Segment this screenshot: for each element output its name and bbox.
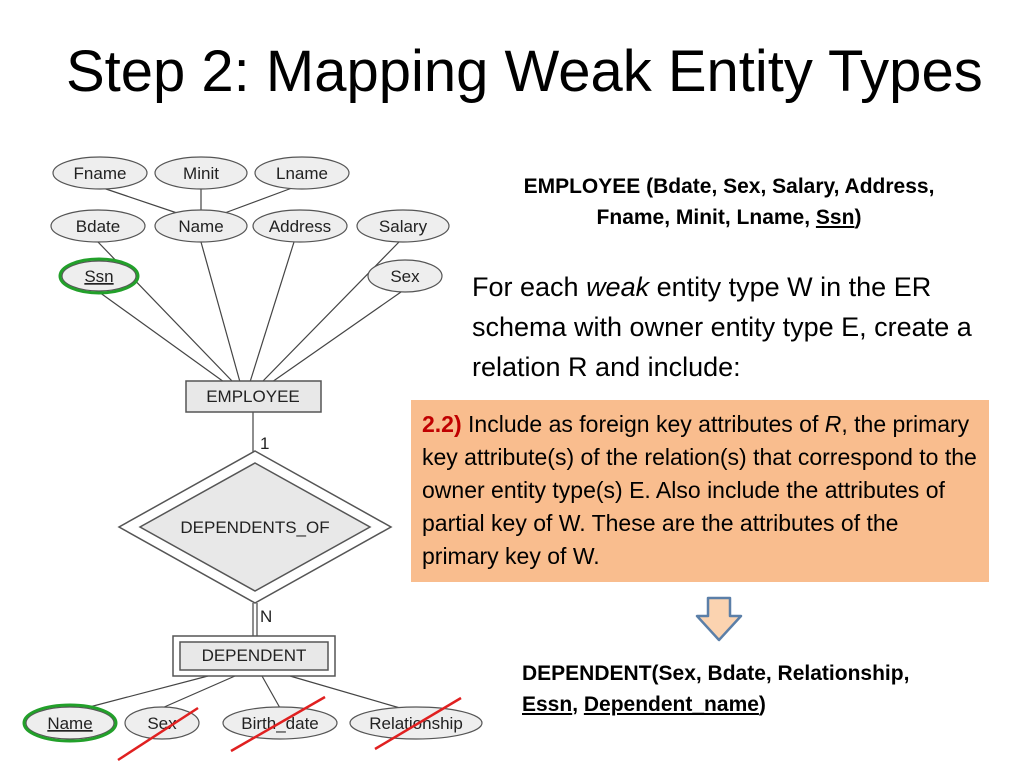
attr-minit: Minit (154, 156, 248, 190)
rule-part1: For each (472, 272, 587, 302)
strike-relationship (374, 696, 462, 751)
attr-bdate: Bdate (50, 209, 146, 243)
cardinality-one: 1 (260, 434, 269, 453)
dependent-schema: DEPENDENT(Sex, Bdate, Relationship, Essn… (522, 658, 1002, 720)
strike-birthdate (230, 695, 326, 753)
employee-schema-line2: Fname, Minit, Lname, Ssn) (474, 202, 984, 233)
rule-part2: entity type W in the ER schema with owne… (472, 272, 972, 382)
attr-dep-name: Name (22, 703, 118, 743)
attr-fname: Fname (52, 156, 148, 190)
rule-number: 2.2) (422, 411, 462, 437)
er-connectors (77, 187, 402, 711)
dependent-key-name: Dependent_name (583, 693, 759, 716)
attr-salary: Salary (356, 209, 450, 243)
slide-title: Step 2: Mapping Weak Entity Types (66, 39, 983, 104)
dep-name-highlight-circle (22, 703, 118, 743)
ssn-highlight-circle (58, 257, 140, 295)
entity-employee: EMPLOYEE (185, 380, 322, 413)
attr-fname-label: Fname (74, 164, 127, 183)
entity-dependent-label: DEPENDENT (202, 646, 307, 665)
attr-lname-label: Lname (276, 164, 328, 183)
employee-schema-attrs: Fname, Minit, Lname, (596, 206, 816, 229)
mapping-rule-text: For each weak entity type W in the ER sc… (472, 267, 1012, 387)
employee-schema: EMPLOYEE (Bdate, Sex, Salary, Address, F… (474, 171, 984, 233)
attr-lname: Lname (254, 156, 350, 190)
attr-sex: Sex (367, 259, 443, 293)
dependent-schema-line1: DEPENDENT(Sex, Bdate, Relationship, (522, 662, 910, 685)
rule-box-r: R (824, 411, 842, 437)
attr-name-label: Name (178, 217, 223, 236)
employee-schema-close: ) (854, 206, 862, 229)
entity-dependent: DEPENDENT (172, 635, 336, 677)
employee-key-ssn: Ssn (815, 206, 855, 229)
employee-schema-line1: EMPLOYEE (Bdate, Sex, Salary, Address, (523, 175, 935, 198)
attr-ssn: Ssn (58, 257, 140, 295)
relationship-dependents-of: DEPENDENTS_OF (117, 450, 393, 604)
rule-box-text2: , the primary key attribute(s) of the re… (422, 411, 977, 569)
attr-bdate-label: Bdate (76, 217, 120, 236)
rule-box-text1: Include as foreign key attributes of (461, 411, 825, 437)
attr-dep-relationship: Relationship (349, 696, 483, 751)
rule-2-2-box: 2.2) Include as foreign key attributes o… (411, 400, 989, 582)
dependent-schema-line2: Essn, Dependent_name) (522, 689, 1002, 720)
strike-sex (117, 706, 199, 762)
attr-address-label: Address (269, 217, 331, 236)
cardinality-n: N (260, 607, 272, 626)
down-arrow-icon (695, 596, 743, 642)
attr-dep-sex: Sex (117, 706, 200, 762)
dependent-schema-close: ) (758, 693, 766, 716)
dependent-key-sep: , (572, 693, 584, 716)
relationship-label: DEPENDENTS_OF (180, 518, 329, 537)
attr-minit-label: Minit (183, 164, 219, 183)
attr-ssn-label: Ssn (84, 267, 113, 286)
attr-address: Address (252, 209, 348, 243)
attr-dep-birthdate: Birth_date (222, 695, 338, 753)
entity-employee-label: EMPLOYEE (206, 387, 300, 406)
attr-sex-label: Sex (390, 267, 420, 286)
rule-weak: weak (586, 272, 650, 302)
attr-dep-name-label: Name (47, 714, 92, 733)
dependent-key-essn: Essn (522, 693, 573, 716)
attr-dep-sex-label: Sex (147, 714, 177, 733)
attr-salary-label: Salary (379, 217, 428, 236)
attr-name-composite: Name (154, 209, 248, 243)
